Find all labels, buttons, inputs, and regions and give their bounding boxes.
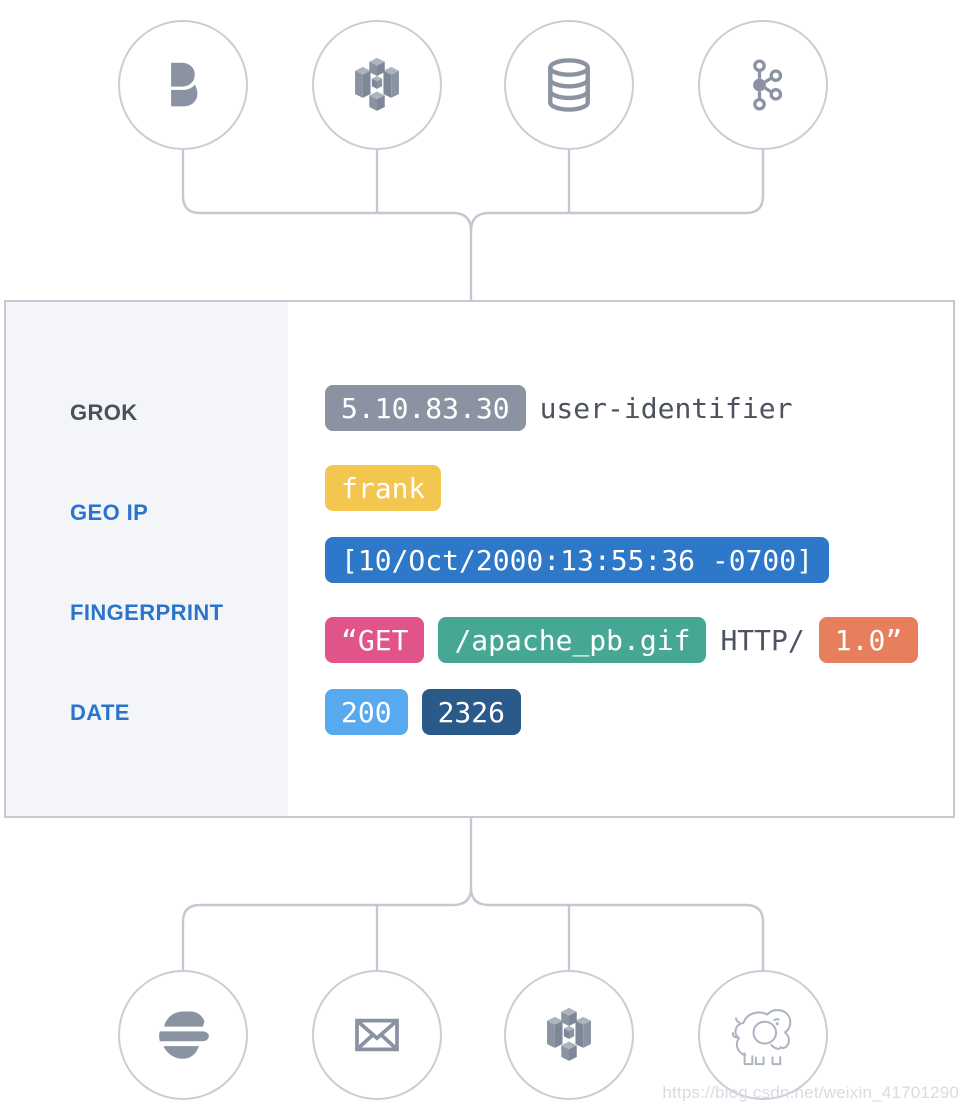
filter-label-geoip: GEO IP — [70, 500, 149, 525]
input-node-s3 — [312, 20, 442, 150]
auth-user-badge: frank — [325, 465, 442, 511]
input-node-beats — [118, 20, 248, 150]
beats-icon — [171, 62, 198, 107]
input-node-database — [504, 20, 634, 150]
status-code-badge: 200 — [325, 689, 408, 735]
log-row-ip: 5.10.83.30 user-identifier — [325, 385, 792, 431]
http-method-badge: “GET — [325, 617, 425, 663]
filter-sidebar — [6, 302, 288, 816]
http-version-badge: 1.0” — [818, 617, 919, 663]
bytes-badge: 2326 — [421, 689, 522, 735]
log-row-status: 200 2326 — [325, 689, 522, 735]
output-node-elasticsearch — [118, 970, 248, 1100]
logstash-filter-panel: GROK GEO IP FINGERPRINT DATE 5.10.83.30 … — [4, 300, 955, 818]
output-node-hadoop — [698, 970, 828, 1100]
filter-label-fingerprint: FINGERPRINT — [70, 600, 224, 625]
client-ip-badge: 5.10.83.30 — [325, 385, 526, 431]
filter-label-grok: GROK — [70, 400, 138, 425]
ident-text: user-identifier — [539, 391, 793, 425]
timestamp-badge: [10/Oct/2000:13:55:36 -0700] — [325, 537, 830, 583]
output-node-email — [312, 970, 442, 1100]
email-icon — [355, 1018, 399, 1052]
log-row-timestamp: [10/Oct/2000:13:55:36 -0700] — [325, 537, 830, 583]
input-node-kafka — [698, 20, 828, 150]
elasticsearch-icon — [159, 1011, 209, 1059]
log-row-request: “GET /apache_pb.gif HTTP/ 1.0” — [325, 617, 919, 663]
database-icon — [548, 58, 590, 112]
s3-icon — [547, 1007, 591, 1061]
output-node-s3 — [504, 970, 634, 1100]
s3-icon — [355, 57, 399, 111]
request-path-badge: /apache_pb.gif — [438, 617, 707, 663]
filter-label-date: DATE — [70, 700, 130, 725]
hadoop-icon — [731, 1009, 792, 1066]
protocol-text: HTTP/ — [720, 623, 805, 657]
kafka-icon — [753, 59, 783, 111]
log-row-user: frank — [325, 465, 442, 511]
watermark-url: https://blog.csdn.net/weixin_41701290 — [662, 1083, 959, 1102]
